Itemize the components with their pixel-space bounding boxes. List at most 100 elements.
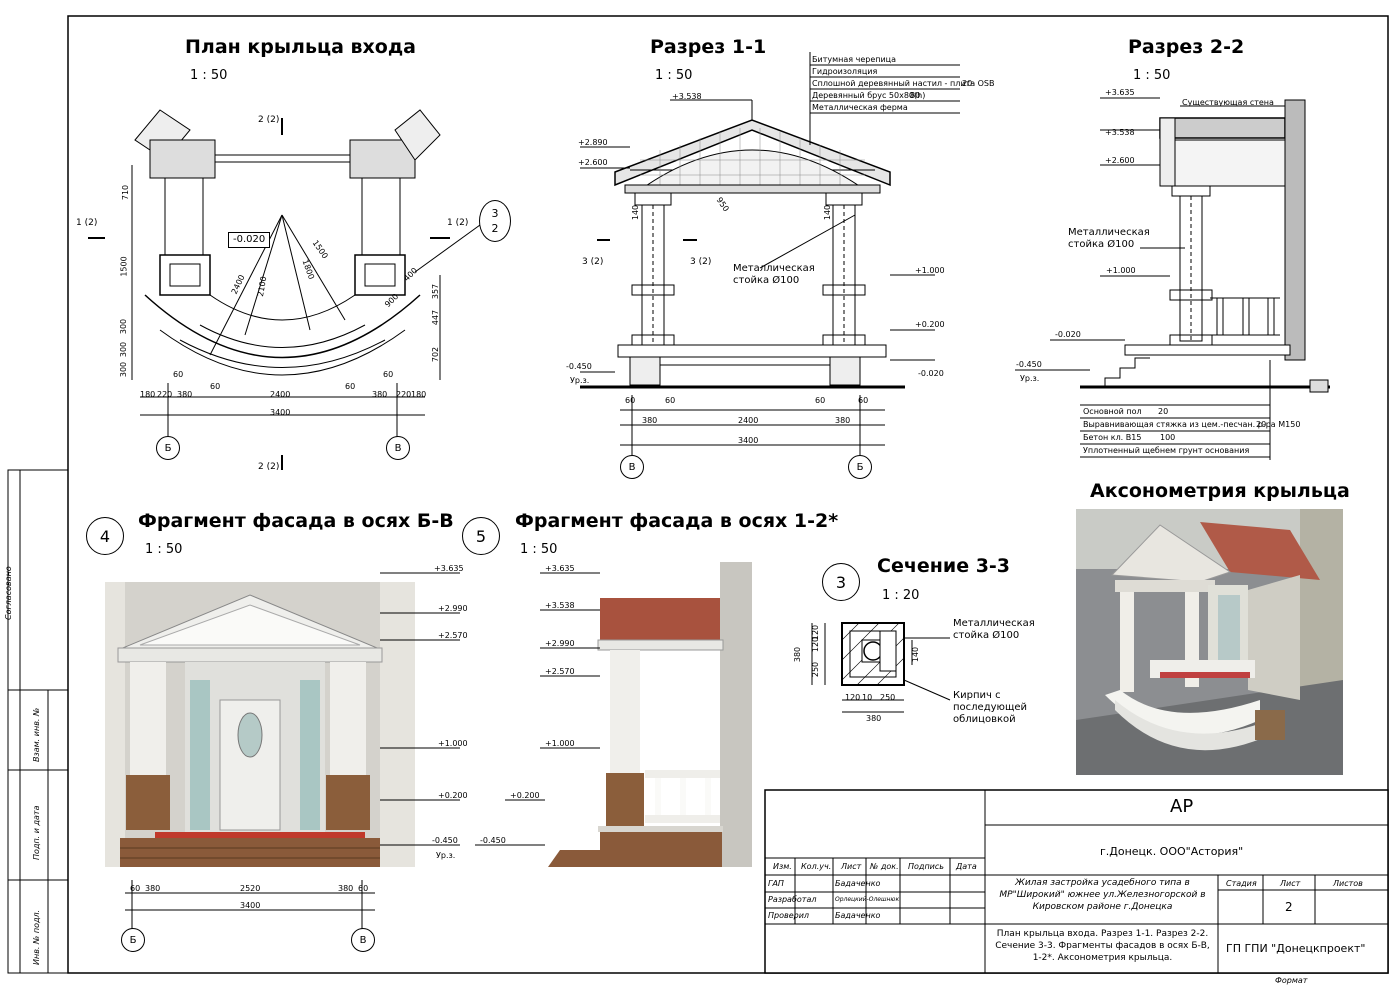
floor-layer-1: Основной пол — [1083, 407, 1142, 416]
facade5-number: 5 — [462, 517, 500, 555]
s11-dim-b2: 60 — [665, 396, 676, 405]
f5-level-6: +0.200 — [510, 791, 540, 800]
s22-level-6: -0.450 — [1016, 360, 1042, 369]
facade4-title: Фрагмент фасада в осях Б-В — [138, 510, 454, 532]
f5-level-4: +2.570 — [545, 667, 575, 676]
s11-level-1: +3.538 — [672, 92, 702, 101]
cut33-dim-b1: 120 — [845, 693, 861, 702]
s11-cut-2: 3 (2) — [690, 257, 712, 267]
plan-dim-1: 180 — [140, 390, 156, 399]
s11-column-label: Металлическая стойка Ø100 — [733, 263, 815, 286]
s11-total: 3400 — [738, 436, 759, 445]
plan-dim-7: 380 — [372, 390, 388, 399]
stamp-hdr-6: Дата — [956, 862, 977, 871]
stamp-name-1: Бадаченко — [835, 879, 881, 888]
plan-dim-9: 180 — [411, 390, 427, 399]
stamp-org-top: г.Донецк. ООО"Астория" — [1100, 845, 1244, 858]
plan-cut-top: 2 (2) — [258, 115, 280, 125]
plan-level: -0.020 — [228, 232, 271, 248]
f4-axis-b: Б — [121, 928, 145, 952]
f4-level-5: +0.200 — [438, 791, 468, 800]
floor-layer-3: Бетон кл. В15 — [1083, 433, 1142, 442]
floor-layer-3-val: 100 — [1160, 433, 1176, 442]
f4-dim-1: 60 — [130, 884, 141, 893]
floor-layer-2-val: 20 — [1256, 420, 1267, 429]
f4-dim-4: 380 — [338, 884, 354, 893]
f5-level-7: -0.450 — [480, 836, 506, 845]
cut33-total: 380 — [866, 714, 882, 723]
axon-title: Аксонометрия крыльца — [1090, 480, 1350, 502]
stamp-name-2: Орлецкий-Олешнюк — [835, 896, 900, 903]
plan-title: План крыльца входа — [185, 36, 417, 58]
s11-level-5: Ур.з. — [570, 376, 590, 385]
stamp-sheets-hdr: Листов — [1333, 879, 1363, 888]
plan-total: 3400 — [270, 408, 291, 417]
facade5-title: Фрагмент фасада в осях 1-2* — [515, 510, 839, 532]
s22-existing-wall: Существующая стена — [1182, 98, 1274, 107]
roof-layer-5: Металлическая ферма — [812, 103, 908, 112]
plan-axis-b: Б — [156, 436, 180, 460]
f5-level-3: +2.990 — [545, 639, 575, 648]
f4-level-7: Ур.з. — [436, 851, 456, 860]
f4-dim-3: 2520 — [240, 884, 261, 893]
cut33-dim-b3: 250 — [880, 693, 896, 702]
stamp-role-3: Проверил — [768, 911, 810, 920]
s22-level-4: +1.000 — [1106, 266, 1136, 275]
plan-cut-right: 1 (2) — [447, 218, 469, 228]
s11-level-r3: -0.020 — [918, 369, 944, 378]
plan-dim-extra-1: 60 — [210, 382, 221, 391]
s11-dim-m1: 380 — [642, 416, 658, 425]
s11-axis-b: Б — [848, 455, 872, 479]
stamp-hdr-1: Изм. — [773, 862, 792, 871]
stamp-hdr-2: Кол.уч. — [801, 862, 832, 871]
stamp-sheet-no: 2 — [1285, 900, 1293, 914]
plan-dim-5: 2400 — [270, 390, 291, 399]
roof-layer-1: Битумная черепица — [812, 55, 897, 64]
plan-axis-v: В — [386, 436, 410, 460]
floor-layer-2: Выравнивающая стяжка из цем.-песчан. р-р… — [1083, 420, 1301, 429]
section22-scale: 1 : 50 — [1133, 68, 1171, 83]
s11-level-r1: +1.000 — [915, 266, 945, 275]
roof-layer-3: Сплошной деревянный настил - плита OSB — [812, 79, 995, 88]
facade4-number: 4 — [86, 517, 124, 555]
f5-level-5: +1.000 — [545, 739, 575, 748]
stamp-code: АР — [1170, 796, 1194, 817]
stamp-role-2: Разработал — [768, 895, 817, 904]
s11-dim-m2: 2400 — [738, 416, 759, 425]
f4-dim-2: 380 — [145, 884, 161, 893]
stamp-hdr-3: Лист — [841, 862, 862, 871]
stamp-hdr-5: Подпись — [908, 862, 944, 871]
plan-cut-left: 1 (2) — [76, 218, 98, 228]
facade5-scale: 1 : 50 — [520, 542, 558, 557]
f4-level-6: -0.450 — [432, 836, 458, 845]
plan-dim-extra-2: 60 — [383, 370, 394, 379]
plan-cut-bottom: 2 (2) — [258, 462, 280, 472]
s22-level-1: +3.635 — [1105, 88, 1135, 97]
cut33-brick-label: Кирпич с последующей облицовкой — [953, 690, 1028, 725]
f5-level-2: +3.538 — [545, 601, 575, 610]
stamp-stage-hdr: Стадия — [1226, 879, 1257, 888]
plan-callout: 3 2 — [479, 200, 511, 242]
stamp-name-3: Бадаченко — [835, 911, 881, 920]
plan-scale: 1 : 50 — [190, 68, 228, 83]
roof-layer-4-val: 80 — [910, 91, 921, 100]
s11-axis-v: В — [620, 455, 644, 479]
cut33-number: 3 — [822, 563, 860, 601]
section11-title: Разрез 1-1 — [650, 36, 767, 58]
plan-dim-4: 60 — [173, 370, 184, 379]
f4-level-4: +1.000 — [438, 739, 468, 748]
s11-dim-m3: 380 — [835, 416, 851, 425]
s22-level-5: -0.020 — [1055, 330, 1081, 339]
f4-level-3: +2.570 — [438, 631, 468, 640]
cut33-scale: 1 : 20 — [882, 588, 920, 603]
cut33-dim-b2: 10 — [862, 693, 873, 702]
f4-level-2: +2.990 — [438, 604, 468, 613]
stamp-sheet-hdr: Лист — [1280, 879, 1301, 888]
s11-level-2: +2.890 — [578, 138, 608, 147]
